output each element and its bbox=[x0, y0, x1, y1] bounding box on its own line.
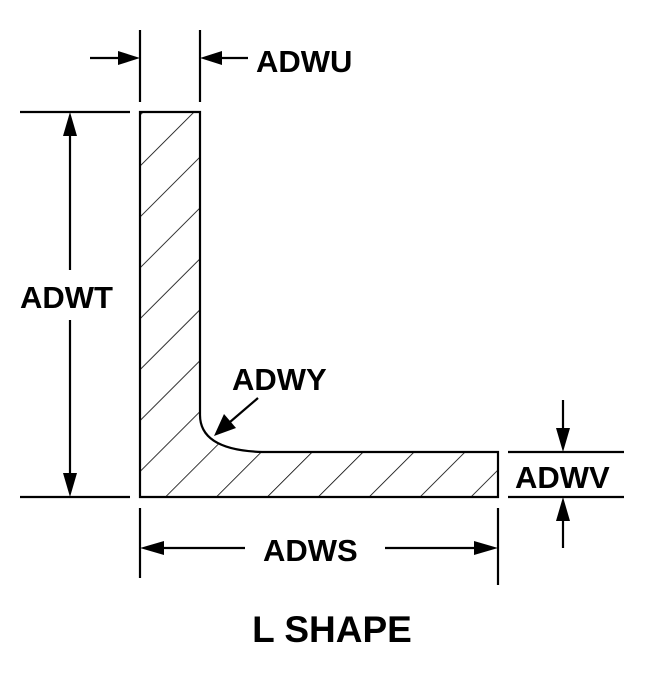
adwv-label: ADWV bbox=[515, 460, 610, 495]
diagram-title: L SHAPE bbox=[252, 609, 412, 650]
adwv-dimension: ADWV bbox=[508, 400, 624, 548]
adwt-label: ADWT bbox=[20, 280, 113, 315]
adws-dimension: ADWS bbox=[138, 508, 500, 585]
adwy-label: ADWY bbox=[232, 362, 327, 397]
adwu-dimension: ADWU bbox=[90, 30, 352, 102]
adwy-leader: ADWY bbox=[214, 362, 327, 436]
l-profile bbox=[138, 110, 500, 499]
adwu-label: ADWU bbox=[256, 44, 352, 79]
adwt-dimension: ADWT bbox=[20, 110, 130, 499]
adws-label: ADWS bbox=[263, 533, 358, 568]
